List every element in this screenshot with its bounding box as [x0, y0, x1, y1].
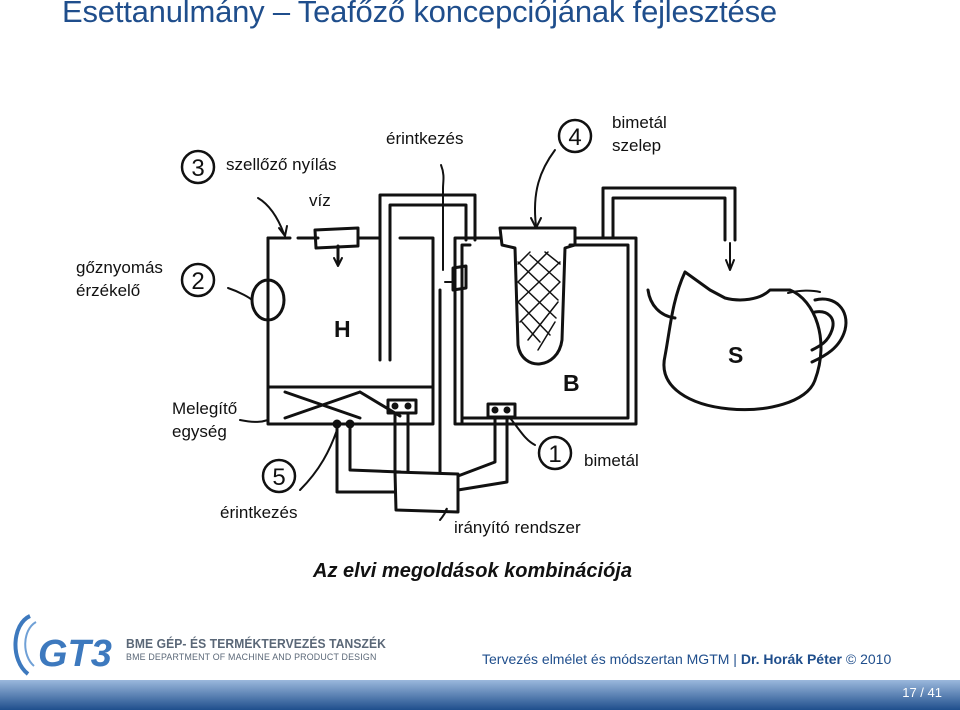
vessel-b-label: B: [563, 370, 580, 396]
footer-copyright: © 2010: [842, 651, 891, 667]
diagram-labels: 3 2 4 1 5 érintkezés bimetál szelep szel…: [0, 0, 960, 610]
number-5: 5: [272, 464, 285, 491]
label-control-system: irányító rendszer: [454, 518, 581, 537]
footer-course: Tervezés elmélet és módszertan MGTM |: [482, 651, 741, 667]
label-water: víz: [309, 191, 331, 210]
department-name: BME GÉP- ÉS TERMÉKTERVEZÉS TANSZÉK BME D…: [126, 636, 406, 663]
gt3-logo: GT3: [8, 610, 123, 680]
label-vent: szellőző nyílás: [226, 155, 337, 174]
label-heater-2: egység: [172, 422, 227, 441]
label-pressure-2: érzékelő: [76, 281, 140, 300]
label-bimetal-valve-2: szelep: [612, 136, 661, 155]
number-4: 4: [568, 124, 581, 151]
footer-credit: Tervezés elmélet és módszertan MGTM | Dr…: [482, 651, 891, 667]
department-name-en: BME DEPARTMENT OF MACHINE AND PRODUCT DE…: [126, 652, 386, 663]
number-1: 1: [548, 441, 561, 468]
label-bimetal-valve-1: bimetál: [612, 113, 667, 132]
logo-text: GT3: [38, 633, 112, 675]
slide-caption: Az elvi megoldások kombinációja: [313, 560, 632, 583]
number-2: 2: [191, 268, 204, 295]
department-name-hu: BME GÉP- ÉS TERMÉKTERVEZÉS TANSZÉK: [126, 636, 386, 651]
label-erintkezes-top: érintkezés: [386, 129, 463, 148]
vessel-s-label: S: [728, 342, 743, 368]
label-erintkezes-bottom: érintkezés: [220, 503, 297, 522]
footer-author: Dr. Horák Péter: [741, 651, 842, 667]
label-bimetal: bimetál: [584, 451, 639, 470]
label-pressure-1: gőznyomás: [76, 258, 163, 277]
footer-bar: [0, 680, 960, 710]
label-heater-1: Melegítő: [172, 399, 237, 418]
number-3: 3: [191, 155, 204, 182]
vessel-h-label: H: [334, 316, 351, 342]
page-number: 17 / 41: [902, 685, 942, 700]
